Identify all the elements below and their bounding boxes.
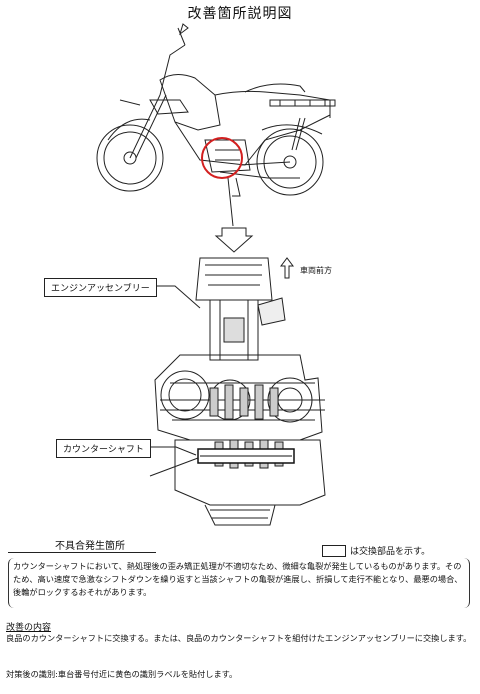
motorcycle-drawing [96, 23, 336, 197]
front-arrow-icon [280, 257, 294, 279]
identification-text: 対策後の識別:車台番号付近に黄色の識別ラベルを貼付します。 [6, 669, 238, 679]
engine-cutaway-drawing [154, 257, 326, 526]
counter-shaft-label: カウンターシャフト [56, 439, 151, 458]
improvement-text: 良品のカウンターシャフトに交換する。または、良品のカウンターシャフトを組付けたエ… [6, 633, 472, 643]
page-title: 改善箇所説明図 [187, 6, 293, 22]
vehicle-front-label: 車両前方 [300, 266, 332, 275]
defect-underline [8, 552, 156, 553]
legend-swatch [322, 545, 346, 557]
illustration [96, 23, 336, 526]
defect-description: カウンターシャフトにおいて、熱処理後の歪み矯正処理が不適切なため、微細な亀裂が発… [8, 558, 470, 608]
down-arrow-icon [214, 227, 254, 253]
improvement-heading: 改善の内容 [6, 623, 52, 633]
highlight-circle [201, 137, 243, 179]
defect-heading: 不具合発生箇所 [55, 541, 125, 552]
legend-text: は交換部品を示す。 [350, 547, 431, 557]
engine-assembly-label: エンジンアッセンブリー [44, 278, 157, 297]
